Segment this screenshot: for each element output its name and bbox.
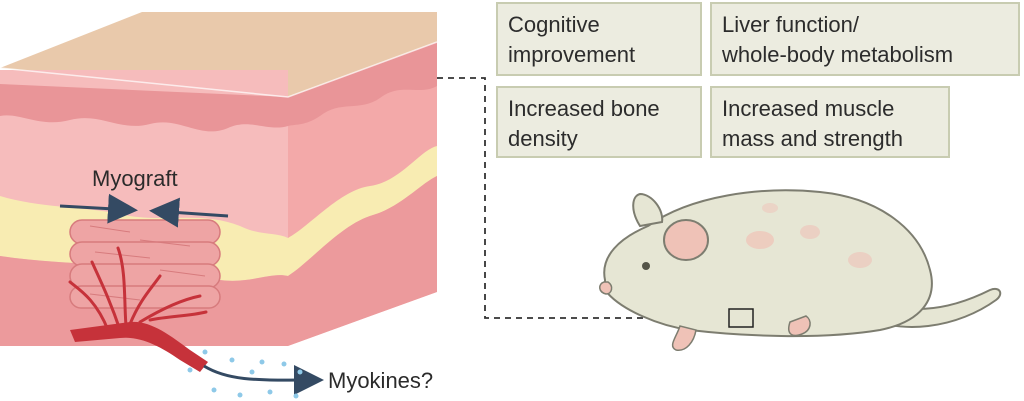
effect-cognitive: Cognitive improvement (496, 2, 702, 76)
myokines-label: Myokines? (328, 368, 434, 393)
connector-dashed-line (437, 77, 730, 319)
myograft-arrows (59, 193, 229, 228)
blood-vessel (68, 246, 208, 372)
effect-muscle-mass: Increased muscle mass and strength (710, 86, 950, 158)
myograft-label: Myograft (92, 166, 178, 191)
effect-bone-density: Increased bone density (496, 86, 702, 158)
skin-tissue-block (0, 12, 438, 346)
effect-liver-metabolism: Liver function/ whole-body metabolism (710, 2, 1020, 76)
myokines-release (187, 349, 324, 399)
mouse-illustration (599, 189, 1002, 351)
